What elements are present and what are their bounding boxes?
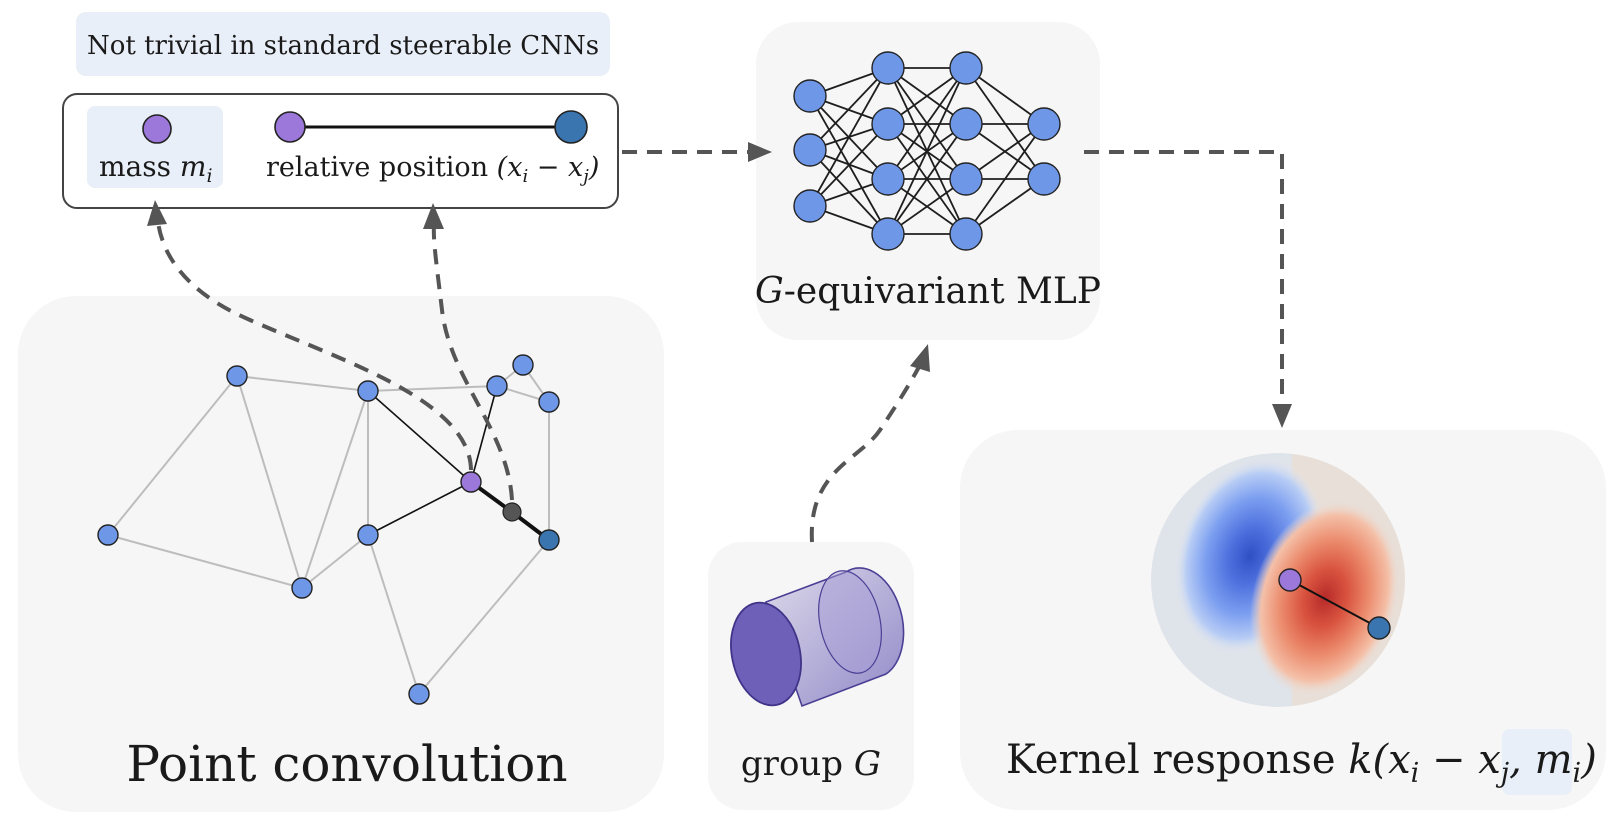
center-node [460, 471, 482, 493]
kernel-panel: Kernel response k(xi − xj, mi) [960, 430, 1606, 810]
graph-nodes [97, 354, 560, 705]
header-note-box [76, 12, 610, 76]
group-label: group G [741, 744, 881, 784]
graph-node [486, 375, 508, 397]
graph-node [538, 391, 560, 413]
mlp-nodes [793, 51, 1061, 251]
inputs-box: mass mi relative position (xi − xj) [62, 93, 619, 209]
graph-node [226, 365, 248, 387]
graph-edge [418, 539, 550, 695]
neighbor-node [538, 529, 560, 551]
mass-label: mass mi [99, 150, 213, 187]
mlp-neuron [1027, 162, 1061, 196]
point-conv-title: Point convolution [126, 735, 567, 793]
mlp-edge [809, 67, 889, 151]
mlp-edge [887, 67, 967, 180]
cylinder-icon [730, 567, 905, 708]
graph-edge-neighborhood [367, 390, 472, 483]
mlp-label: G-equivariant MLP [755, 271, 1101, 312]
arrow-mid-to-relpos [431, 223, 514, 501]
arrowhead-mlp-to-kernel [1272, 404, 1292, 428]
mlp-neuron [871, 107, 905, 141]
relpos-end-node [554, 110, 588, 144]
mlp-edge [887, 67, 967, 235]
graph-edge [107, 375, 238, 536]
mlp-edge [809, 67, 889, 207]
graph-edge [236, 375, 303, 589]
mlp-neuron [871, 51, 905, 85]
kernel-mass-highlight [1502, 729, 1572, 795]
relpos-label: relative position (xi − xj) [266, 152, 599, 187]
mlp-edge [965, 123, 1045, 235]
graph-edge [107, 534, 303, 589]
mlp-neuron [949, 217, 983, 251]
arrow-group-to-mlp [809, 364, 922, 543]
point-conv-panel: Point convolution [18, 296, 664, 812]
mlp-neuron [949, 107, 983, 141]
graph-edge [367, 534, 420, 695]
graph-node [357, 524, 379, 546]
graph-edges [107, 364, 550, 695]
graph-node [512, 354, 534, 376]
graph-edge [301, 390, 369, 589]
kernel-center-node [1278, 568, 1302, 592]
arrowhead-center-to-mass [147, 200, 167, 226]
mass-highlight [87, 106, 223, 188]
arrow-center-to-mass [156, 221, 473, 471]
graph-edge [301, 534, 369, 589]
graph-edge [236, 375, 369, 392]
arrow-mlp-to-kernel [1084, 150, 1284, 408]
mass-node [142, 114, 172, 144]
header-note-text: Not trivial in standard steerable CNNs [87, 31, 599, 61]
arrowhead-group-to-mlp [910, 344, 930, 372]
mlp-neuron [793, 189, 827, 223]
graph-edge-neighborhood [367, 481, 472, 536]
relpos-start-node [274, 111, 306, 143]
mlp-panel: G-equivariant MLP [755, 22, 1101, 340]
graph-node [97, 524, 119, 546]
arrowhead-mid-to-relpos [423, 203, 444, 229]
mlp-neuron [871, 217, 905, 251]
graph-node [291, 577, 313, 599]
group-panel: group G [708, 542, 914, 810]
graph-node [408, 683, 430, 705]
arrowhead-inputs-to-mlp [748, 142, 772, 162]
mlp-edge [887, 123, 967, 235]
kernel-label: Kernel response k(xi − xj, mi) [1006, 737, 1597, 789]
mlp-neuron [793, 79, 827, 113]
kernel-neighbor-node [1367, 616, 1391, 640]
mlp-neuron [949, 51, 983, 85]
mlp-neuron [949, 162, 983, 196]
mlp-neuron [871, 162, 905, 196]
midpoint-marker [502, 502, 522, 522]
mlp-neuron [793, 133, 827, 167]
kernel-segment [1289, 579, 1380, 629]
graph-edge [367, 385, 498, 392]
graph-edge-neighborhood [470, 385, 498, 483]
flow-arrows [147, 142, 1292, 543]
mlp-edge [809, 123, 889, 207]
mlp-neuron [1027, 107, 1061, 141]
graph-node [357, 380, 379, 402]
